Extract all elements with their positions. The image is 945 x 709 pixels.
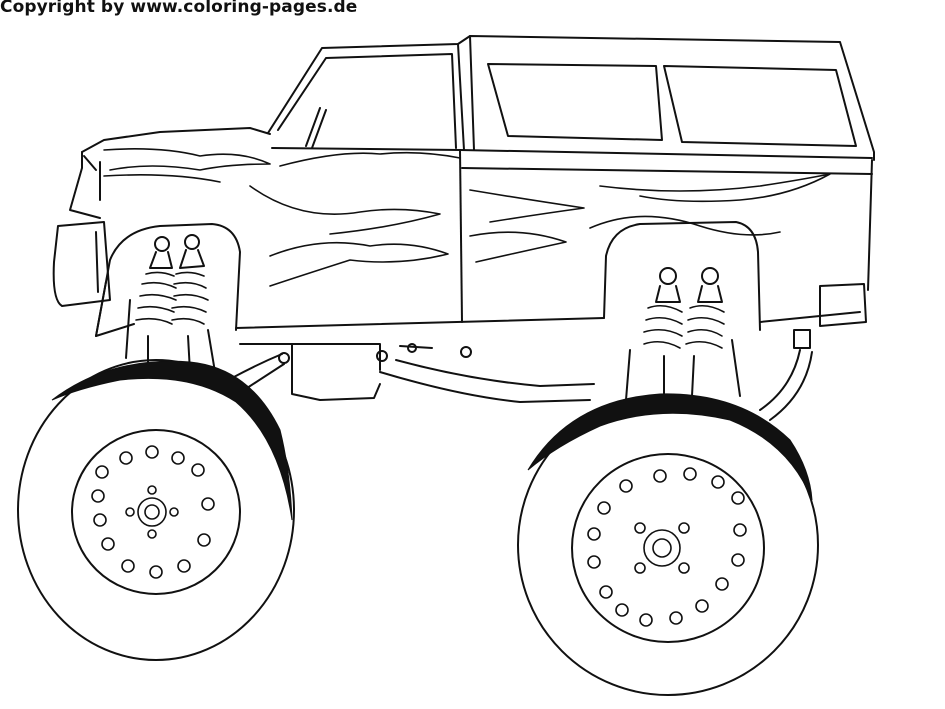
rear-wheel-rim xyxy=(587,467,747,627)
rear-tire xyxy=(517,393,819,696)
front-wheel-rim xyxy=(91,445,215,579)
front-tire xyxy=(17,359,295,661)
rear-suspension xyxy=(603,221,761,401)
truck-body xyxy=(52,35,875,349)
chassis xyxy=(231,343,813,421)
flame-decals xyxy=(103,148,831,287)
copyright-watermark: Copyright by www.coloring-pages.de xyxy=(0,0,358,17)
front-suspension xyxy=(95,223,241,379)
